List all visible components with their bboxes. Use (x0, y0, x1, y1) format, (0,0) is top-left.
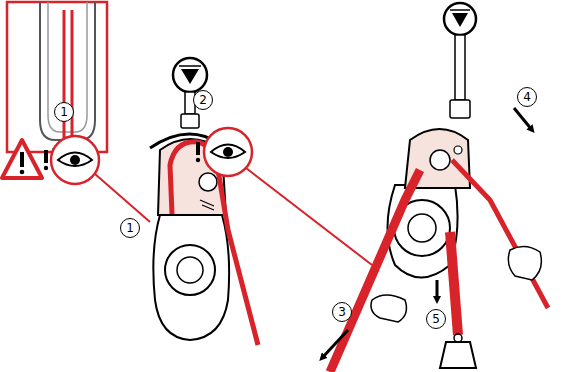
rope-right (330, 160, 548, 372)
hands (371, 246, 541, 322)
callout-number: 3 (332, 302, 352, 322)
warning-triangle (2, 140, 42, 178)
anchor-symbol-right (444, 3, 476, 118)
callout-number: 4 (517, 87, 537, 107)
callout-number: 1 (54, 102, 74, 122)
pull-arrows (322, 108, 532, 358)
callout-number: 5 (426, 309, 446, 329)
callout-number: 1 (120, 218, 140, 238)
load-weight (440, 334, 476, 368)
inset-detail (7, 2, 107, 152)
callout-number: 2 (193, 90, 213, 110)
eye-check-left (44, 136, 150, 222)
eye-check-right (196, 128, 372, 265)
